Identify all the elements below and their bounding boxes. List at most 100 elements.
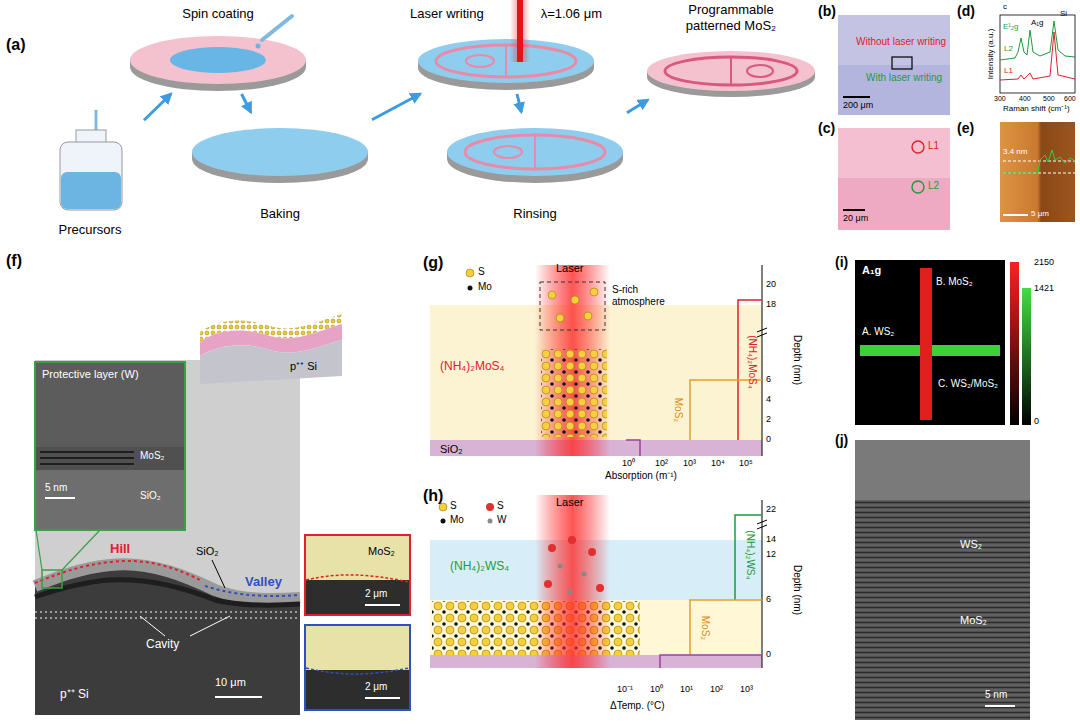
temperature-schematic — [441, 519, 446, 524]
absorption-schematic — [626, 440, 640, 456]
panel-letter: (d) — [957, 3, 975, 19]
sem-tem-image — [305, 535, 410, 615]
annotation-label: With laser writing — [866, 72, 942, 84]
annotation-label: Without laser writing — [856, 36, 946, 48]
optical-image — [843, 209, 865, 211]
annotation-label: MoS₂ — [368, 545, 395, 558]
annotation-label: 10 μm — [215, 676, 246, 689]
sem-tem-image — [35, 362, 185, 530]
raman-map — [855, 260, 1005, 425]
flow-arrow — [242, 94, 251, 112]
optical-image — [912, 141, 924, 153]
annotation-label: Valley — [245, 575, 282, 590]
axis-title: MoS₂ — [699, 616, 711, 640]
step-label: Programmable patterned MoS₂ — [671, 2, 791, 33]
sem-tem-image — [40, 451, 134, 453]
annotation-label: S-rich atmosphere — [612, 284, 674, 307]
axis-tick: 300 — [994, 95, 1006, 103]
sem-tem-image — [140, 616, 165, 636]
process-illustration — [60, 142, 122, 210]
panel-letter: (h) — [423, 487, 443, 505]
annotation-label: L1 — [1004, 66, 1013, 75]
sem-tem-image — [35, 612, 300, 613]
process-step: Laser writingλ=1.06 μm — [408, 4, 604, 92]
absorption-schematic — [468, 286, 473, 291]
sem-tem-image — [62, 530, 100, 570]
annotation-label: 5 nm — [45, 482, 67, 494]
process-step: Precursors — [38, 106, 142, 240]
temperature-schematic — [568, 590, 573, 595]
sem-tem-image — [306, 626, 409, 670]
absorption-schematic — [762, 265, 763, 456]
axis-tick: 1421 — [1034, 283, 1054, 293]
panel-letter: (b) — [818, 3, 836, 19]
axis-tick: 6 — [766, 594, 771, 604]
raman-map — [1022, 288, 1031, 425]
process-illustration — [730, 57, 732, 85]
process-illustration — [647, 51, 815, 91]
annotation-label: L2 — [928, 180, 939, 192]
annotation-label: E¹₂g — [1003, 22, 1019, 31]
annotation-label: p⁺⁺ Si — [60, 688, 89, 702]
sem-tem-image — [36, 470, 184, 529]
axis-tick: 10⁻¹ — [617, 684, 633, 694]
axis-tick: 10⁵ — [739, 458, 753, 468]
axis-tick: 10¹ — [680, 684, 693, 694]
raman-plot — [1000, 32, 1075, 80]
annotation-label: Absorption (m⁻¹) — [605, 470, 677, 482]
temperature-schematic — [588, 548, 596, 556]
axis-tick: 14 — [766, 534, 776, 544]
process-step: Baking — [190, 114, 370, 224]
annotation-label: WS₂ — [960, 538, 982, 551]
absorption-schematic — [584, 312, 592, 320]
sem-tem-image — [36, 363, 184, 447]
process-illustration — [534, 135, 536, 169]
flow-arrow — [627, 100, 648, 113]
process-illustration — [447, 128, 623, 176]
process-illustration — [466, 55, 494, 67]
flow-arrow — [372, 94, 420, 120]
sem-tem-image — [40, 457, 134, 459]
axis-title: (NH₄)₂WS₄ — [744, 530, 756, 579]
temperature-schematic — [582, 572, 587, 577]
step-label: λ=1.06 μm — [541, 6, 602, 22]
annotation-label: MoS₂ — [960, 614, 987, 627]
sem-tem-image — [306, 536, 409, 580]
annotation-label: 2 μm — [365, 681, 387, 693]
temperature-schematic — [568, 536, 576, 544]
annotation-label: SiO₂ — [140, 490, 161, 502]
axis-tick: 600 — [1064, 95, 1076, 103]
sem-tem-image — [35, 314, 410, 715]
flow-arrow — [517, 94, 521, 112]
process-illustration — [436, 45, 576, 77]
process-illustration — [517, 0, 523, 62]
annotation-label: C. WS₂/MoS₂ — [938, 378, 998, 390]
annotation-label: A₁g — [1031, 18, 1043, 27]
process-illustration — [130, 36, 306, 84]
process-illustration — [95, 110, 98, 132]
axis-tick: 20 — [766, 279, 776, 289]
annotation-label: B. MoS₂ — [936, 276, 973, 288]
step-label: Precursors — [59, 222, 122, 238]
tem-image — [985, 705, 1015, 707]
sem-tem-image — [365, 604, 400, 606]
temperature-schematic — [757, 520, 767, 524]
axis-title: (NH₄)₂MoS₄ — [746, 335, 758, 389]
annotation-label: SiO₂ — [196, 545, 219, 558]
annotation-label: 5 μm — [1031, 209, 1049, 218]
tem-image — [855, 500, 1030, 720]
panel-letter: (j) — [835, 432, 848, 448]
sem-tem-image — [190, 616, 230, 636]
sem-tem-image — [215, 696, 262, 698]
optical-image — [838, 178, 950, 230]
temperature-schematic — [544, 580, 552, 588]
annotation-label: (NH₄)₂WS₄ — [450, 560, 509, 574]
process-illustration — [192, 128, 368, 176]
annotation-label: MoS₂ — [140, 450, 164, 462]
annotation-label: S — [497, 500, 504, 512]
annotation-label: Laser — [556, 496, 584, 509]
absorption-schematic — [541, 349, 607, 437]
axis-title: Depth (nm) — [791, 565, 803, 615]
temperature-schematic — [430, 495, 767, 668]
